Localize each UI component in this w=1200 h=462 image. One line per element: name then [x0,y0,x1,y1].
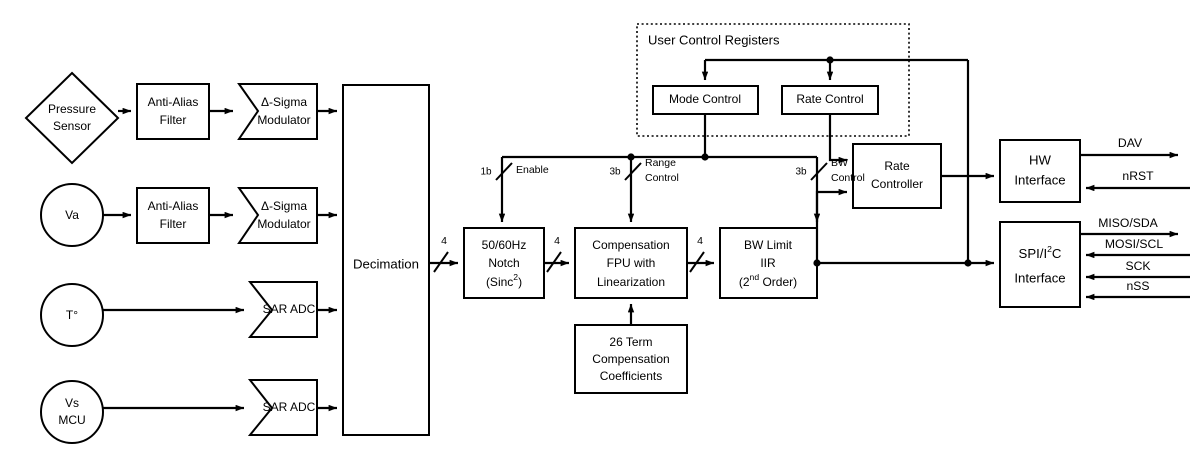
io-signal-dav: DAV [1080,136,1179,159]
block-compensation-fpu[interactable]: Compensation FPU with Linearization [574,227,688,299]
aaf1-label-2: Filter [160,113,187,127]
io-signal-mosi-label: MOSI/SCL [1105,237,1163,251]
block-mode-control[interactable]: Mode Control [652,85,759,115]
wires-analog [103,107,338,412]
block-sar-adc-1[interactable]: SAR ADC [247,281,318,338]
fpu-label-3: Linearization [597,275,665,289]
io-signal-sck: SCK [1085,259,1190,281]
control-tap-enable-width: 1b [480,167,492,178]
source-vs-mcu[interactable]: Vs MCU [40,380,104,444]
block-notch-filter[interactable]: 50/60Hz Notch (Sinc2) [463,227,545,299]
block-delta-sigma-modulator-2[interactable]: Δ-Sigma Modulator [237,187,318,244]
rate-control-label: Rate Control [796,92,863,106]
bwlimit-label-2: IIR [760,256,776,270]
io-signal-dav-label: DAV [1118,136,1143,150]
bwlimit-label-3: (2nd Order) [739,272,797,289]
source-pressure-sensor[interactable]: Pressure Sensor [24,71,120,165]
block-compensation-coefficients[interactable]: 26 Term Compensation Coefficients [574,324,688,394]
block-bw-limit-iir[interactable]: BW Limit IIR (2nd Order) [719,227,818,299]
io-signal-mosi-scl: MOSI/SCL [1085,237,1190,259]
source-vsmcu-label-2: MCU [58,413,85,427]
source-temperature[interactable]: T° [40,283,104,347]
io-signal-nrst: nRST [1085,169,1190,192]
spi-i2c-label-2: Interface [1014,270,1065,285]
source-vsmcu-label-1: Vs [65,396,79,410]
io-signal-nss: nSS [1085,279,1190,301]
control-bus: 1b Enable 3b Range Control 3b BW Control [480,114,865,223]
aaf2-label-1: Anti-Alias [148,199,199,213]
group-user-control-registers: User Control Registers [636,23,910,137]
wires-dsp-chain: 4 4 4 [429,235,715,325]
source-pressure-label-1: Pressure [48,102,96,116]
coeff-label-1: 26 Term [609,335,652,349]
coeff-label-3: Coefficients [600,369,662,383]
io-signal-nrst-label: nRST [1122,169,1154,183]
aaf2-label-2: Filter [160,217,187,231]
control-tap-enable-label: Enable [516,164,549,176]
aaf1-label-1: Anti-Alias [148,95,199,109]
bwlimit-label-1: BW Limit [744,238,793,252]
spi-i2c-label-1: SPI/I2C [1019,244,1062,261]
block-hw-interface[interactable]: HW Interface [999,139,1081,203]
rate-controller-label-1: Rate [884,159,910,173]
hw-interface-label-2: Interface [1014,172,1065,187]
source-va-label: Va [65,208,79,222]
control-tap-range-label-2: Control [645,172,679,184]
block-spi-i2c-interface[interactable]: SPI/I2C Interface [999,221,1081,308]
control-tap-bw-label-2: Control [831,172,865,184]
bus-width-notch-out: 4 [554,235,560,247]
dsm2-label-1: Δ-Sigma [261,199,307,213]
notch-label-1: 50/60Hz [482,238,527,252]
notch-label-2: Notch [488,256,519,270]
dsm1-label-1: Δ-Sigma [261,95,307,109]
mode-control-label: Mode Control [669,92,741,106]
coeff-label-2: Compensation [592,352,669,366]
block-decimation[interactable]: Decimation [342,84,430,436]
sar2-label: SAR ADC [263,400,316,414]
bus-width-dec-out: 4 [441,235,447,247]
source-va[interactable]: Va [40,183,104,247]
fpu-label-2: FPU with [607,256,656,270]
block-rate-control[interactable]: Rate Control [781,85,879,115]
source-temperature-label: T° [66,308,78,322]
io-signal-miso-sda: MISO/SDA [1080,216,1179,238]
wires-rate-controller [813,114,995,267]
block-sar-adc-2[interactable]: SAR ADC [247,379,318,436]
decimation-label: Decimation [353,256,419,271]
control-tap-range-label-1: Range [645,157,676,169]
rate-controller-label-2: Controller [871,177,923,191]
control-tap-bw-label-1: BW [831,157,848,169]
dsm2-label-2: Modulator [257,217,310,231]
source-pressure-label-2: Sensor [53,119,91,133]
user-control-registers-label: User Control Registers [648,32,780,47]
notch-label-3: (Sinc2) [486,272,522,289]
block-rate-controller[interactable]: Rate Controller [852,143,942,209]
control-tap-range-width: 3b [609,167,621,178]
io-signal-nss-label: nSS [1126,279,1149,293]
hw-interface-label-1: HW [1029,152,1052,167]
bus-width-fpu-out: 4 [697,235,703,247]
sar1-label: SAR ADC [263,302,316,316]
fpu-label-1: Compensation [592,238,669,252]
block-delta-sigma-modulator-1[interactable]: Δ-Sigma Modulator [237,83,318,140]
control-tap-bw-width: 3b [795,167,807,178]
dsm1-label-2: Modulator [257,113,310,127]
io-signal-miso-label: MISO/SDA [1098,216,1158,230]
block-anti-alias-filter-1[interactable]: Anti-Alias Filter [136,83,210,140]
io-signal-sck-label: SCK [1125,259,1150,273]
block-anti-alias-filter-2[interactable]: Anti-Alias Filter [136,187,210,244]
